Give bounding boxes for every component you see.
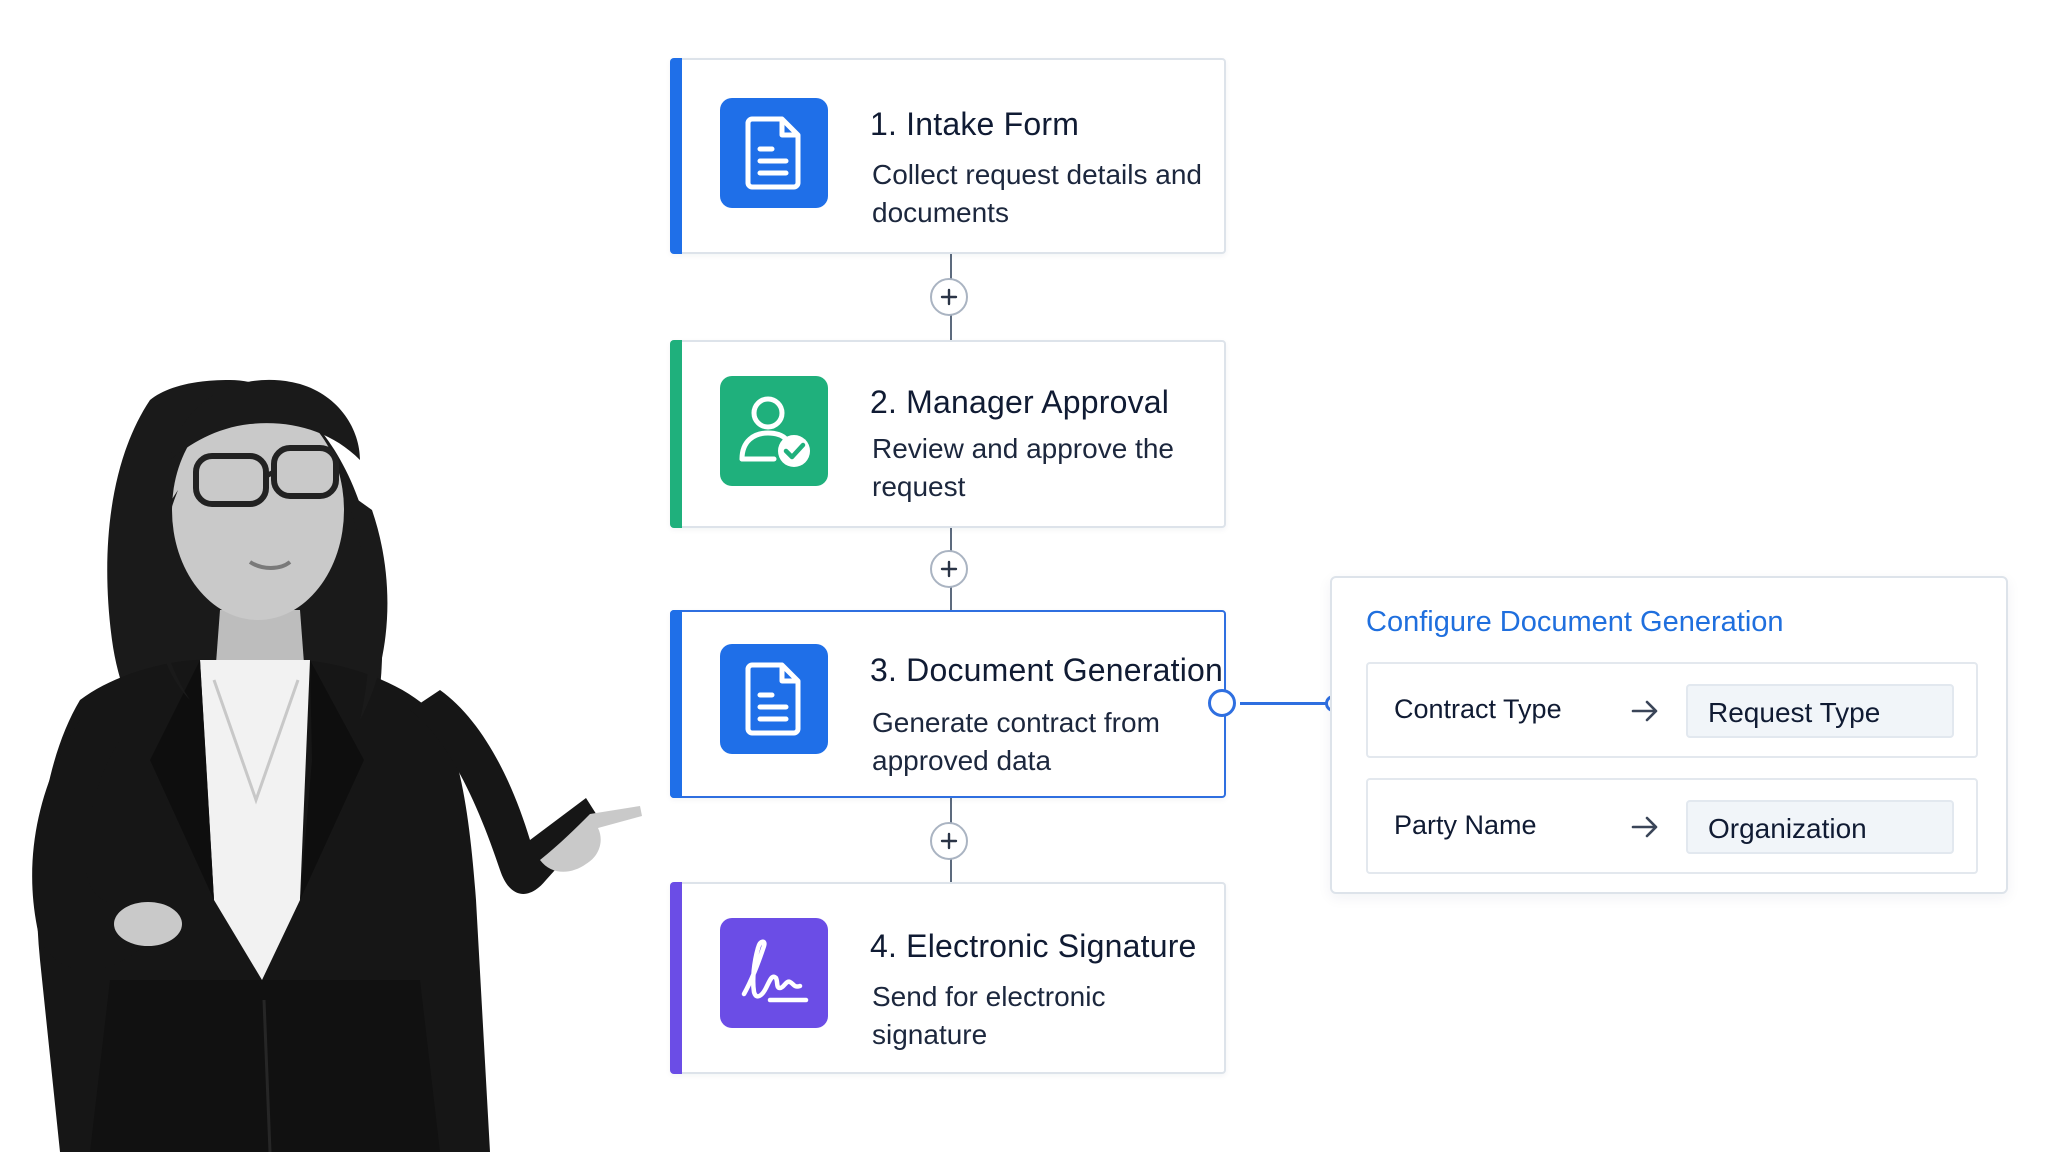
- step-title: 4. Electronic Signature: [870, 928, 1197, 964]
- config-link-line: [1240, 702, 1328, 705]
- plus-icon: [940, 832, 958, 850]
- user-check-icon: [739, 396, 810, 467]
- step-accent-bar: [670, 340, 682, 528]
- step-title: 1. Intake Form: [870, 106, 1080, 142]
- add-step-button[interactable]: [930, 822, 968, 860]
- step-description: Generate contract from approved data: [872, 707, 1160, 776]
- step-accent-bar: [670, 58, 682, 254]
- add-step-button[interactable]: [930, 278, 968, 316]
- signature-icon: [741, 939, 809, 1003]
- step-icon-tile: [720, 376, 828, 486]
- plus-icon: [940, 560, 958, 578]
- step-accent-bar: [670, 610, 682, 798]
- step-description: Collect request details and documents: [872, 159, 1202, 228]
- arrow-right-icon: [1631, 816, 1658, 838]
- template-field-label: Party Name: [1394, 810, 1537, 840]
- step-accent-bar: [670, 882, 682, 1074]
- step-title: 3. Document Generation: [870, 652, 1224, 688]
- source-field-value: Organization: [1708, 813, 1867, 844]
- document-icon: [745, 662, 801, 736]
- mapping-row-party-name: Party Name Organization: [1366, 778, 1978, 874]
- arrow-right-icon: [1631, 700, 1658, 722]
- step-title: 2. Manager Approval: [870, 384, 1170, 420]
- step-icon-tile: [720, 98, 828, 208]
- config-panel-title: Configure Document Generation: [1366, 606, 1784, 638]
- add-step-button[interactable]: [930, 550, 968, 588]
- step-card-manager-approval[interactable]: 2. Manager Approval Review and approve t…: [670, 340, 1226, 528]
- source-field-value: Request Type: [1708, 697, 1881, 728]
- step-card-document-generation[interactable]: 3. Document Generation Generate contract…: [670, 610, 1226, 798]
- step-icon-tile: [720, 644, 828, 754]
- source-field-select[interactable]: Request Type: [1686, 684, 1954, 738]
- config-link-handle[interactable]: [1208, 689, 1236, 717]
- mapping-row-contract-type: Contract Type Request Type: [1366, 662, 1978, 758]
- presenter-illustration: [32, 379, 642, 1152]
- step-icon-tile: [720, 918, 828, 1028]
- step-card-intake-form[interactable]: 1. Intake Form Collect request details a…: [670, 58, 1226, 254]
- step-description: Review and approve the request: [872, 433, 1174, 502]
- source-field-select[interactable]: Organization: [1686, 800, 1954, 854]
- template-field-label: Contract Type: [1394, 694, 1562, 724]
- plus-icon: [940, 288, 958, 306]
- step-card-electronic-signature[interactable]: 4. Electronic Signature Send for electro…: [670, 882, 1226, 1074]
- document-icon: [745, 116, 801, 190]
- config-panel: Configure Document Generation Contract T…: [1330, 576, 2008, 894]
- step-description: Send for electronic signature: [872, 981, 1106, 1050]
